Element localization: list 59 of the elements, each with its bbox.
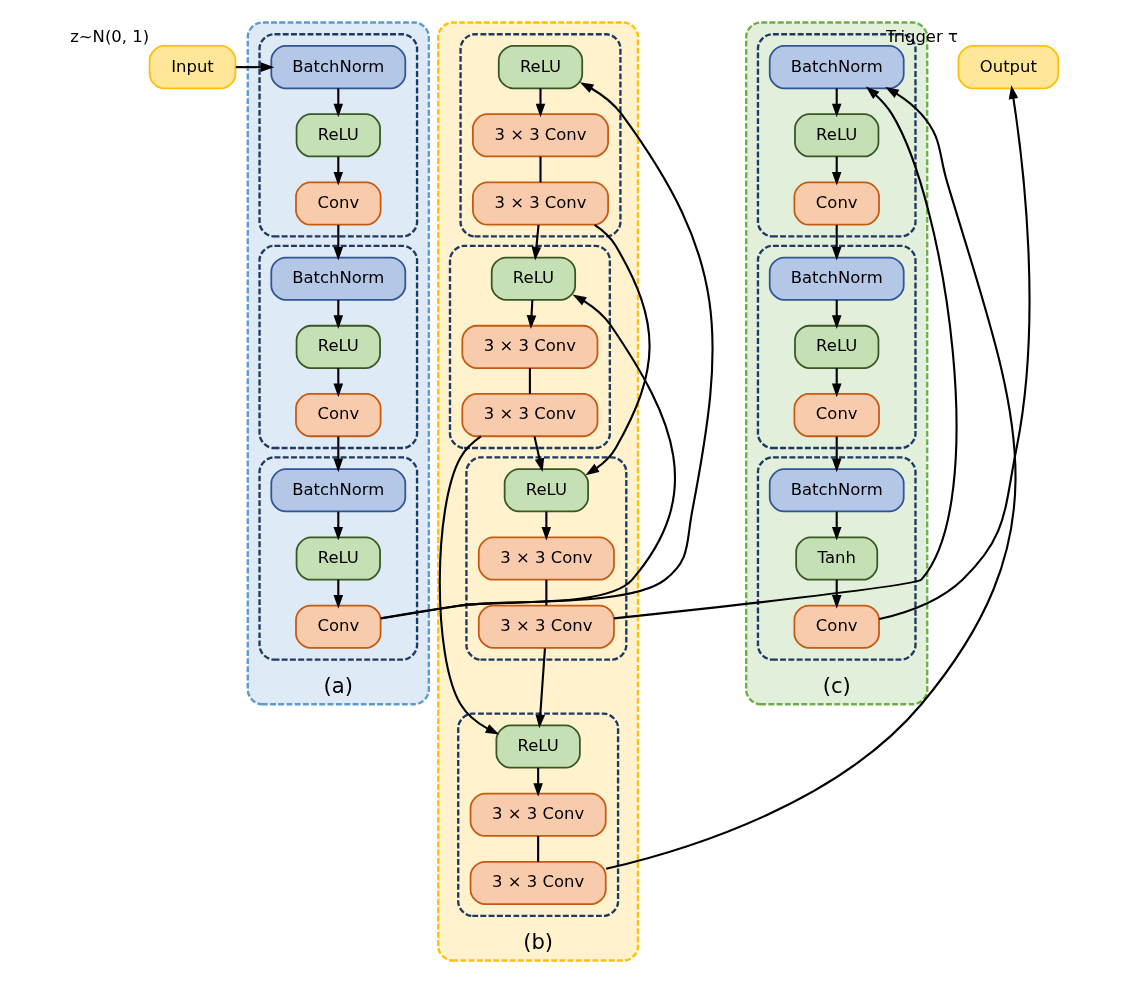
node-label: (b): [523, 929, 554, 955]
arrow: [831, 225, 842, 261]
node-box: ReLU: [503, 468, 589, 513]
node-box: Conv: [295, 181, 382, 226]
arrow: [535, 648, 546, 729]
connector: [539, 156, 542, 183]
arrow: [585, 223, 651, 476]
cluster: [246, 21, 430, 706]
node-box: 3 × 3 Conv: [472, 113, 609, 158]
node-box: BatchNorm: [270, 256, 407, 301]
arrow: [235, 62, 275, 72]
connector: [545, 579, 548, 606]
node-box: 3 × 3 Conv: [477, 604, 615, 649]
node-box: ReLU: [490, 256, 577, 301]
node-box: ReLU: [295, 536, 381, 581]
node-label: (a): [323, 672, 354, 698]
node-box: ReLU: [295, 113, 381, 158]
node-box: 3 × 3 Conv: [472, 181, 609, 226]
node-box: ReLU: [794, 324, 880, 369]
connector: [528, 368, 531, 394]
node-box: 3 × 3 Conv: [461, 324, 599, 369]
node-box: BatchNorm: [768, 45, 905, 90]
arrow: [535, 88, 546, 118]
node-box: 3 × 3 Conv: [477, 536, 615, 581]
arrow: [879, 85, 1031, 621]
arrow: [831, 436, 842, 473]
node-box: ReLU: [295, 324, 381, 369]
arrow: [380, 294, 676, 620]
node-box: ReLU: [794, 113, 880, 158]
node-box: Conv: [793, 393, 880, 438]
node-box: BatchNorm: [768, 468, 905, 513]
arrow: [333, 436, 344, 473]
node-box: ReLU: [495, 724, 581, 769]
connector: [537, 836, 540, 862]
node-box: BatchNorm: [270, 468, 407, 513]
arrow: [605, 86, 1017, 870]
node-box: Conv: [295, 393, 382, 438]
node-box: Input: [148, 45, 237, 90]
node-box: Tanh: [795, 536, 879, 581]
node-box: ReLU: [497, 45, 584, 90]
node-box: 3 × 3 Conv: [469, 792, 607, 837]
node-label: (c): [822, 672, 851, 698]
arrow: [333, 225, 344, 261]
node-box: BatchNorm: [768, 256, 905, 301]
node-box: 3 × 3 Conv: [469, 860, 607, 905]
node-label: z~N(0, 1): [70, 26, 150, 46]
node-box: BatchNorm: [270, 45, 407, 90]
node-box: Conv: [793, 181, 880, 226]
node-box: Output: [957, 45, 1060, 90]
cluster: [459, 33, 622, 238]
arrow: [531, 224, 542, 261]
arrow: [831, 88, 842, 118]
node-box: Conv: [295, 604, 382, 649]
node-box: Conv: [793, 604, 880, 649]
node-box: 3 × 3 Conv: [461, 393, 599, 438]
arrow: [613, 86, 958, 620]
arrow: [380, 82, 714, 620]
arrow: [533, 436, 545, 473]
arrow: [333, 88, 344, 118]
